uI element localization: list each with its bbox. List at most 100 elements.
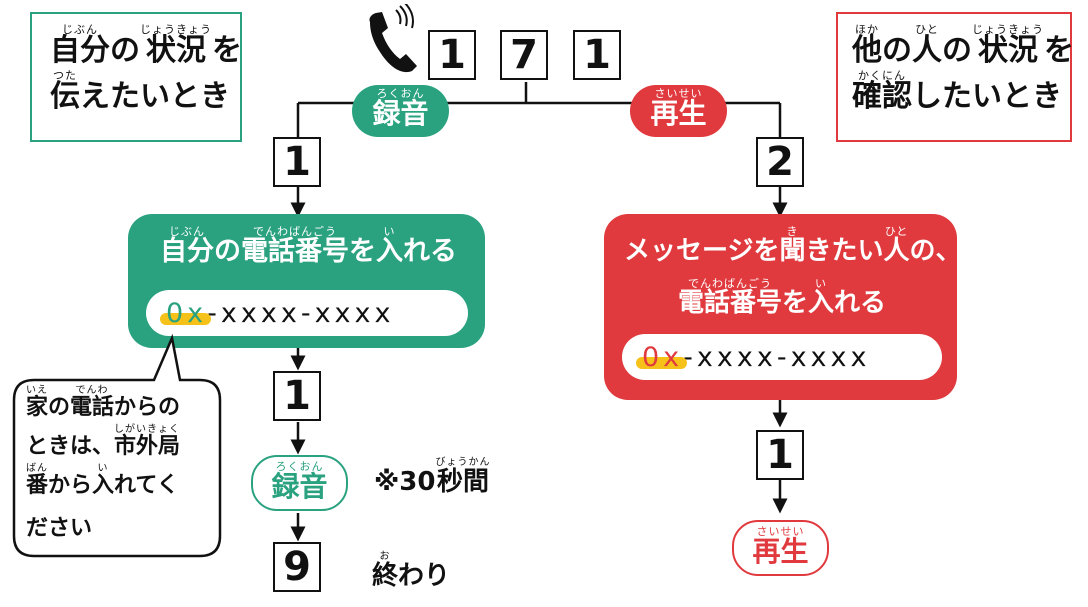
record-end-pill: ろくおん録音 <box>251 455 348 511</box>
callout-text: いえ家 のでんわ電話 からの ときは、しがいきょく市外局 ばん番 からい入 れて… <box>26 386 180 540</box>
ruby-reading: びょうかん <box>435 457 491 468</box>
ruby-base-text: を <box>1044 33 1074 68</box>
ruby-reading: ひと <box>915 23 939 36</box>
ruby-segment: から <box>48 464 92 497</box>
ruby-base-text: の <box>214 236 241 267</box>
ruby-base-text: 市外局 <box>114 434 181 459</box>
ruby-segment: びょうかん秒間 <box>435 457 491 496</box>
duration-note: ※30 びょうかん秒間 <box>374 457 491 496</box>
left-instruction-panel: じぶん自分 のでんわばんごう電話番号 をい入 れる 0x-xxxx-xxxx <box>128 214 485 348</box>
ruby-reading: ひと <box>884 225 909 238</box>
left-step-digit-1: 1 <box>273 371 321 421</box>
ruby-segment: ばん番 <box>26 464 48 497</box>
right-number-prefix: 0x <box>635 341 688 373</box>
ruby-reading: い <box>97 463 109 474</box>
left-panel-title: じぶん自分 のでんわばんごう電話番号 をい入 れる <box>160 226 457 265</box>
ruby-segment: の <box>882 24 912 66</box>
callout-line1: いえ家 のでんわ電話 からの <box>26 386 180 419</box>
ruby-segment: の、 <box>910 226 962 264</box>
ruby-segment: つた伝 <box>50 70 80 112</box>
ruby-base-text: 電話番号 <box>241 236 349 267</box>
ruby-reading: でんわ <box>75 385 109 396</box>
dial-digit-1: 1 <box>428 30 476 80</box>
ruby-segment: じょうきょう状況 <box>972 24 1044 66</box>
right-panel-title-line1: メッセージをき聞 きたいひと人 の、 <box>624 226 962 264</box>
ruby-segment: じぶん自分 <box>50 24 110 66</box>
ruby-base-text: から <box>48 473 93 498</box>
ruby-base-text: 自分 <box>160 236 214 267</box>
ruby-base-text: 電話 <box>70 395 115 420</box>
right-instruction-panel: メッセージをき聞 きたいひと人 の、 でんわばんごう電話番号 をい入 れる 0x… <box>604 214 962 400</box>
ruby-base-text: ださい <box>26 516 93 541</box>
dial-digit-7: 7 <box>500 30 548 80</box>
ruby-reading: い <box>383 225 396 238</box>
ruby-base-text: 人 <box>883 236 910 266</box>
ruby-base-text: したいとき <box>912 79 1062 114</box>
ruby-reading: いえ <box>26 385 48 396</box>
right-number-rest: -xxxx-xxxx <box>683 341 871 373</box>
ruby-base-text: の <box>882 33 912 68</box>
ruby-segment: かくにん確認 <box>852 70 912 112</box>
ruby-segment: の <box>48 386 70 419</box>
ruby-base-text: ※30 <box>374 467 436 497</box>
ruby-segment: でんわ電話 <box>70 386 114 419</box>
ruby-segment: ださい <box>26 507 92 540</box>
right-header-box: ほか他 のひと人 のじょうきょう状況 を かくにん確認 したいとき <box>836 12 1074 142</box>
ruby-base-text: 状況 <box>978 33 1038 68</box>
ruby-base-text: れてく <box>114 473 179 498</box>
ruby-segment: からの <box>114 386 180 419</box>
play-digit: 2 <box>756 137 804 187</box>
ruby-base-text: の <box>110 33 140 68</box>
callout-line3: ばん番 からい入 れてく <box>26 464 180 497</box>
ruby-reading: でんわばんごう <box>253 225 337 238</box>
phone-ringing-icon <box>369 4 417 73</box>
ruby-base-text: 状況 <box>146 33 206 68</box>
ruby-segment: を <box>782 278 808 316</box>
ruby-base-text: 自分 <box>50 33 110 68</box>
ruby-segment: お終 <box>372 552 399 591</box>
ruby-reading: い <box>815 277 828 290</box>
ruby-base-text: ときは、 <box>26 434 115 459</box>
ruby-segment: えたいとき <box>80 70 230 112</box>
ruby-base-text: の、 <box>909 236 962 266</box>
play-branch-pill: さいせい再生 <box>630 85 727 137</box>
ruby-base-text: を <box>782 288 809 318</box>
ruby-base-text: 聞 <box>779 236 806 266</box>
ruby-reading: でんわばんごう <box>688 277 772 290</box>
right-header-line1: ほか他 のひと人 のじょうきょう状況 を <box>852 23 1074 68</box>
end-line: お終 わり <box>372 552 450 591</box>
ruby-segment: れてく <box>114 464 179 497</box>
left-step-digit-9: 9 <box>273 542 321 592</box>
ruby-segment: れる <box>834 278 886 316</box>
ruby-reading: じょうきょう <box>972 23 1044 36</box>
ruby-base-text: 伝 <box>50 79 80 114</box>
ruby-segment: い入 <box>376 226 403 265</box>
right-header-line2: かくにん確認 したいとき <box>852 70 1070 112</box>
ruby-segment: しがいきょく市外局 <box>114 425 180 458</box>
ruby-base-text: からの <box>114 395 181 420</box>
left-header-line1: じぶん自分 のじょうきょう状況 を <box>50 24 242 68</box>
ruby-segment: ※30 <box>374 458 435 495</box>
ruby-segment: わり <box>398 552 450 589</box>
ruby-segment: き聞 <box>779 226 805 264</box>
ruby-base-text: 電話番号 <box>678 288 783 318</box>
ruby-segment: メッセージを <box>624 226 779 264</box>
ruby-segment: でんわばんごう電話番号 <box>678 278 782 316</box>
ruby-segment: の <box>942 24 972 66</box>
ruby-base-text: 番 <box>26 473 49 498</box>
ruby-segment: ときは、 <box>26 425 114 458</box>
duration-line: ※30 びょうかん秒間 <box>374 457 491 496</box>
dial-digit-1b: 1 <box>573 30 621 80</box>
ruby-base-text: 終 <box>372 561 399 591</box>
ruby-base-text: えたいとき <box>80 79 230 114</box>
ruby-segment: いえ家 <box>26 386 48 419</box>
end-label: お終 わり <box>372 552 450 591</box>
ruby-reading: つた <box>53 69 77 82</box>
ruby-base-text: れる <box>403 236 457 267</box>
ruby-segment: を <box>212 24 242 66</box>
left-phone-number-field: 0x-xxxx-xxxx <box>146 290 468 336</box>
ruby-base-text: を <box>212 33 242 68</box>
ruby-segment: きたい <box>806 226 884 264</box>
ruby-base-text: の <box>942 33 972 68</box>
ruby-base-text: 人 <box>912 33 942 68</box>
